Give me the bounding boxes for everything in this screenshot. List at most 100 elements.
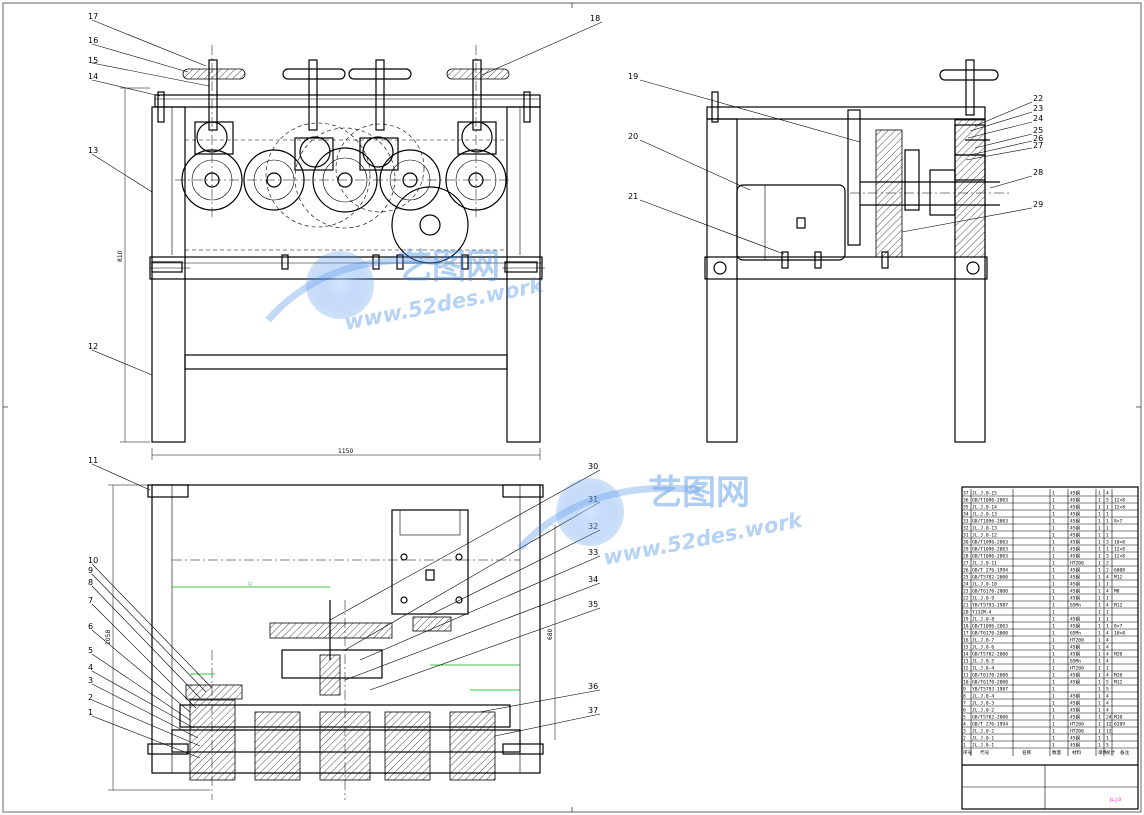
bom-cell: 1 xyxy=(1052,694,1055,700)
bom-cell: 45钢 xyxy=(1070,735,1081,742)
bom-header-cell: 数量 xyxy=(1052,749,1062,756)
bom-cell: 6 xyxy=(963,708,966,714)
bom-cell: 1 xyxy=(1052,666,1055,672)
bom-cell: 1 xyxy=(1052,512,1055,518)
bom-cell: GB/T5782-2000 xyxy=(972,575,1008,581)
bom-cell: 45钢 xyxy=(1070,518,1081,525)
bom-cell: GB/T1096-2003 xyxy=(972,624,1008,630)
bom-cell: 4 xyxy=(1106,708,1109,714)
hand-wheel-4 xyxy=(446,59,510,131)
bom-cell: M12 xyxy=(1114,603,1123,609)
bom-cell: 26 xyxy=(963,568,969,574)
bom-cell: 4 xyxy=(1106,638,1109,644)
bom-cell: GB/T1096-2003 xyxy=(972,554,1008,560)
callout-23: 23 xyxy=(1033,104,1043,113)
bom-cell: 1 xyxy=(1098,519,1101,525)
callout-13: 13 xyxy=(88,146,98,155)
callout-3: 3 xyxy=(88,676,93,685)
bom-cell: JL.J.0-12 xyxy=(972,533,997,539)
callout-4: 4 xyxy=(88,663,93,672)
bom-cell: 1 xyxy=(1052,603,1055,609)
hand-wheel-2 xyxy=(282,59,346,131)
bom-cell: 1 xyxy=(1098,680,1101,686)
bom-cell: 1 xyxy=(1052,736,1055,742)
bom-cell: 23 xyxy=(963,589,969,595)
bom-cell: M20 xyxy=(1114,673,1123,679)
bom-cell: 1 xyxy=(1052,624,1055,630)
plan-roller-4 xyxy=(384,711,431,781)
bom-cell: 4 xyxy=(1106,645,1109,651)
bom-cell: 1 xyxy=(1098,722,1101,728)
bom-cell: 5 xyxy=(1106,743,1109,749)
bom-cell: 25 xyxy=(963,575,969,581)
bom-cell: 1 xyxy=(1052,673,1055,679)
bom-cell: JL.J.0-2 xyxy=(972,729,994,735)
bom-cell: 1 xyxy=(963,743,966,749)
bom-cell: 1 xyxy=(1098,687,1101,693)
bom-cell: 9 xyxy=(963,687,966,693)
dim-width: 1150 xyxy=(338,448,353,455)
bom-cell: 12 xyxy=(1106,722,1112,728)
bom-cell: 1 xyxy=(1052,617,1055,623)
bom-cell: 1 xyxy=(1106,582,1109,588)
bom-cell: HT200 xyxy=(1070,722,1084,728)
bom-cell: 4 xyxy=(1106,575,1109,581)
bom-cell: 31 xyxy=(963,533,969,539)
svg-text:www.52des.work: www.52des.work xyxy=(601,507,806,569)
bom-cell: HT200 xyxy=(1070,666,1084,672)
bom-cell: 1 xyxy=(1052,722,1055,728)
bom-cell: 1 xyxy=(1098,512,1101,518)
bom-cell: 1 xyxy=(1052,708,1055,714)
bom-cell: 12 xyxy=(963,666,969,672)
bom-cell: 30 xyxy=(963,540,969,546)
bom-cell: 1 xyxy=(1052,645,1055,651)
bom-cell: 1 xyxy=(1098,533,1101,539)
bom-cell: 3 xyxy=(963,729,966,735)
bom-cell: 20 xyxy=(963,610,969,616)
bom-cell: 8 xyxy=(963,694,966,700)
bom-cell: HT200 xyxy=(1070,638,1084,644)
svg-text:艺图网: 艺图网 xyxy=(398,247,500,287)
bom-cell: 12×8 xyxy=(1114,554,1125,560)
bom-cell: 45钢 xyxy=(1070,490,1081,497)
bom-cell: 45钢 xyxy=(1070,644,1081,651)
bom-cell: 10 xyxy=(963,680,969,686)
callout-36: 36 xyxy=(588,682,598,691)
bom-cell: JL.J.0-4 xyxy=(972,694,994,700)
bom-cell: 1 xyxy=(1052,498,1055,504)
callout-30: 30 xyxy=(588,462,598,471)
bom-cell: 1 xyxy=(1098,659,1101,665)
bom-cell: 33 xyxy=(963,519,969,525)
bom-cell: 1 xyxy=(1052,540,1055,546)
bom-cell: 18 xyxy=(963,624,969,630)
callout-21: 21 xyxy=(628,192,638,201)
bom-cell: 1 xyxy=(1052,519,1055,525)
bom-cell: M10 xyxy=(1114,715,1123,721)
callout-25: 25 xyxy=(1033,126,1043,135)
bom-cell: 10×8 xyxy=(1114,540,1125,546)
callout-6: 6 xyxy=(88,622,93,631)
plan-roller-2 xyxy=(254,711,301,781)
bom-cell: 14 xyxy=(963,652,969,658)
bom-cell: JL.J.0-6 xyxy=(972,645,994,651)
bom-cell: 1 xyxy=(1098,589,1101,595)
callout-24: 24 xyxy=(1033,114,1043,123)
bom-cell: JL.J.0-5 xyxy=(972,659,994,665)
callout-34: 34 xyxy=(588,575,598,584)
bom-cell: 1 xyxy=(1098,540,1101,546)
bom-cell: 45钢 xyxy=(1070,525,1081,532)
bom-cell: GB/T6170-2000 xyxy=(972,673,1008,679)
bom-cell: 1 xyxy=(1052,505,1055,511)
hand-wheel-1 xyxy=(182,59,246,131)
callout-20: 20 xyxy=(628,132,638,141)
svg-text:○: ○ xyxy=(248,581,252,587)
bom-cell: 22 xyxy=(963,596,969,602)
bom-cell: 1 xyxy=(1098,736,1101,742)
bom-cell: 27 xyxy=(963,561,969,567)
bom-cell: 28 xyxy=(963,554,969,560)
bom-cell: 4 xyxy=(963,722,966,728)
bom-cell: 1 xyxy=(1052,582,1055,588)
bom-cell: 45钢 xyxy=(1070,532,1081,539)
bom-cell: YB/T5793-1987 xyxy=(972,687,1008,693)
